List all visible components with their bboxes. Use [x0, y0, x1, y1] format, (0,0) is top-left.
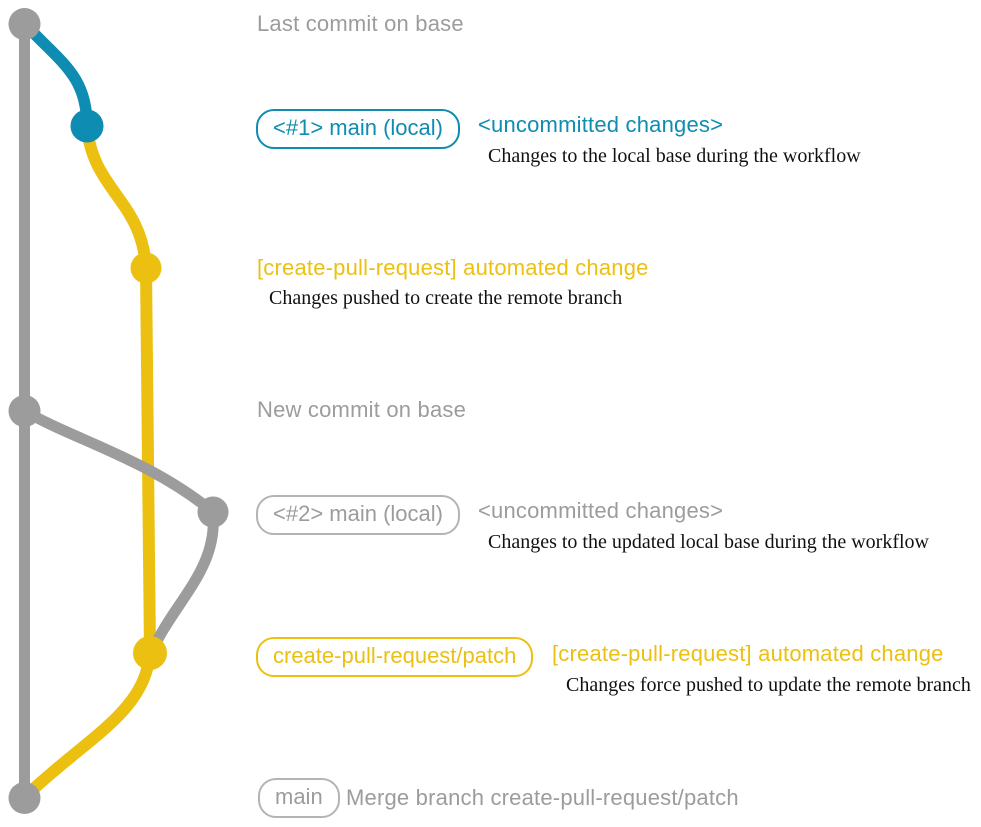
commit-node-merge — [8, 782, 41, 814]
git-graph — [8, 8, 229, 814]
merge-branch-heading: Merge branch create-pull-request/patch — [346, 785, 739, 810]
commit-node-patch-1 — [130, 252, 162, 284]
new-commit-caption: New commit on base — [257, 397, 467, 422]
branch-badge-main: main — [258, 778, 340, 818]
main-local-1-branch-line — [19, 18, 93, 132]
commit-node-local-2 — [197, 496, 229, 528]
uncommitted-changes-heading-2: <uncommitted changes> — [478, 498, 724, 523]
uncommitted-changes-heading-1: <uncommitted changes> — [478, 112, 724, 137]
automated-change-heading-1: [create-pull-request] automated change — [257, 255, 649, 280]
commit-node-patch-2 — [133, 636, 167, 670]
automated-change-heading-2: [create-pull-request] automated change — [552, 641, 944, 666]
automated-change-desc-1: Changes pushed to create the remote bran… — [269, 287, 623, 309]
last-commit-caption: Last commit on base — [257, 11, 464, 36]
branch-badge-patch: create-pull-request/patch — [256, 637, 534, 677]
uncommitted-changes-desc-1: Changes to the local base during the wor… — [488, 145, 861, 167]
main-local-2-rebase-line — [145, 506, 219, 659]
patch-merge-curve — [21, 647, 156, 801]
uncommitted-changes-desc-2: Changes to the updated local base during… — [488, 531, 929, 553]
main-local-2-branch-line — [19, 405, 219, 518]
commit-node-new-base — [8, 395, 41, 427]
branch-badge-main-local-2: <#2> main (local) — [256, 495, 460, 535]
branch-badge-main-local-1: <#1> main (local) — [256, 109, 460, 149]
patch-branch-curve-top — [81, 120, 152, 274]
patch-branch-trunk — [140, 262, 156, 659]
automated-change-desc-2: Changes force pushed to update the remot… — [566, 674, 971, 696]
commit-node-local-1 — [70, 109, 104, 143]
commit-node-last-base — [8, 8, 41, 40]
